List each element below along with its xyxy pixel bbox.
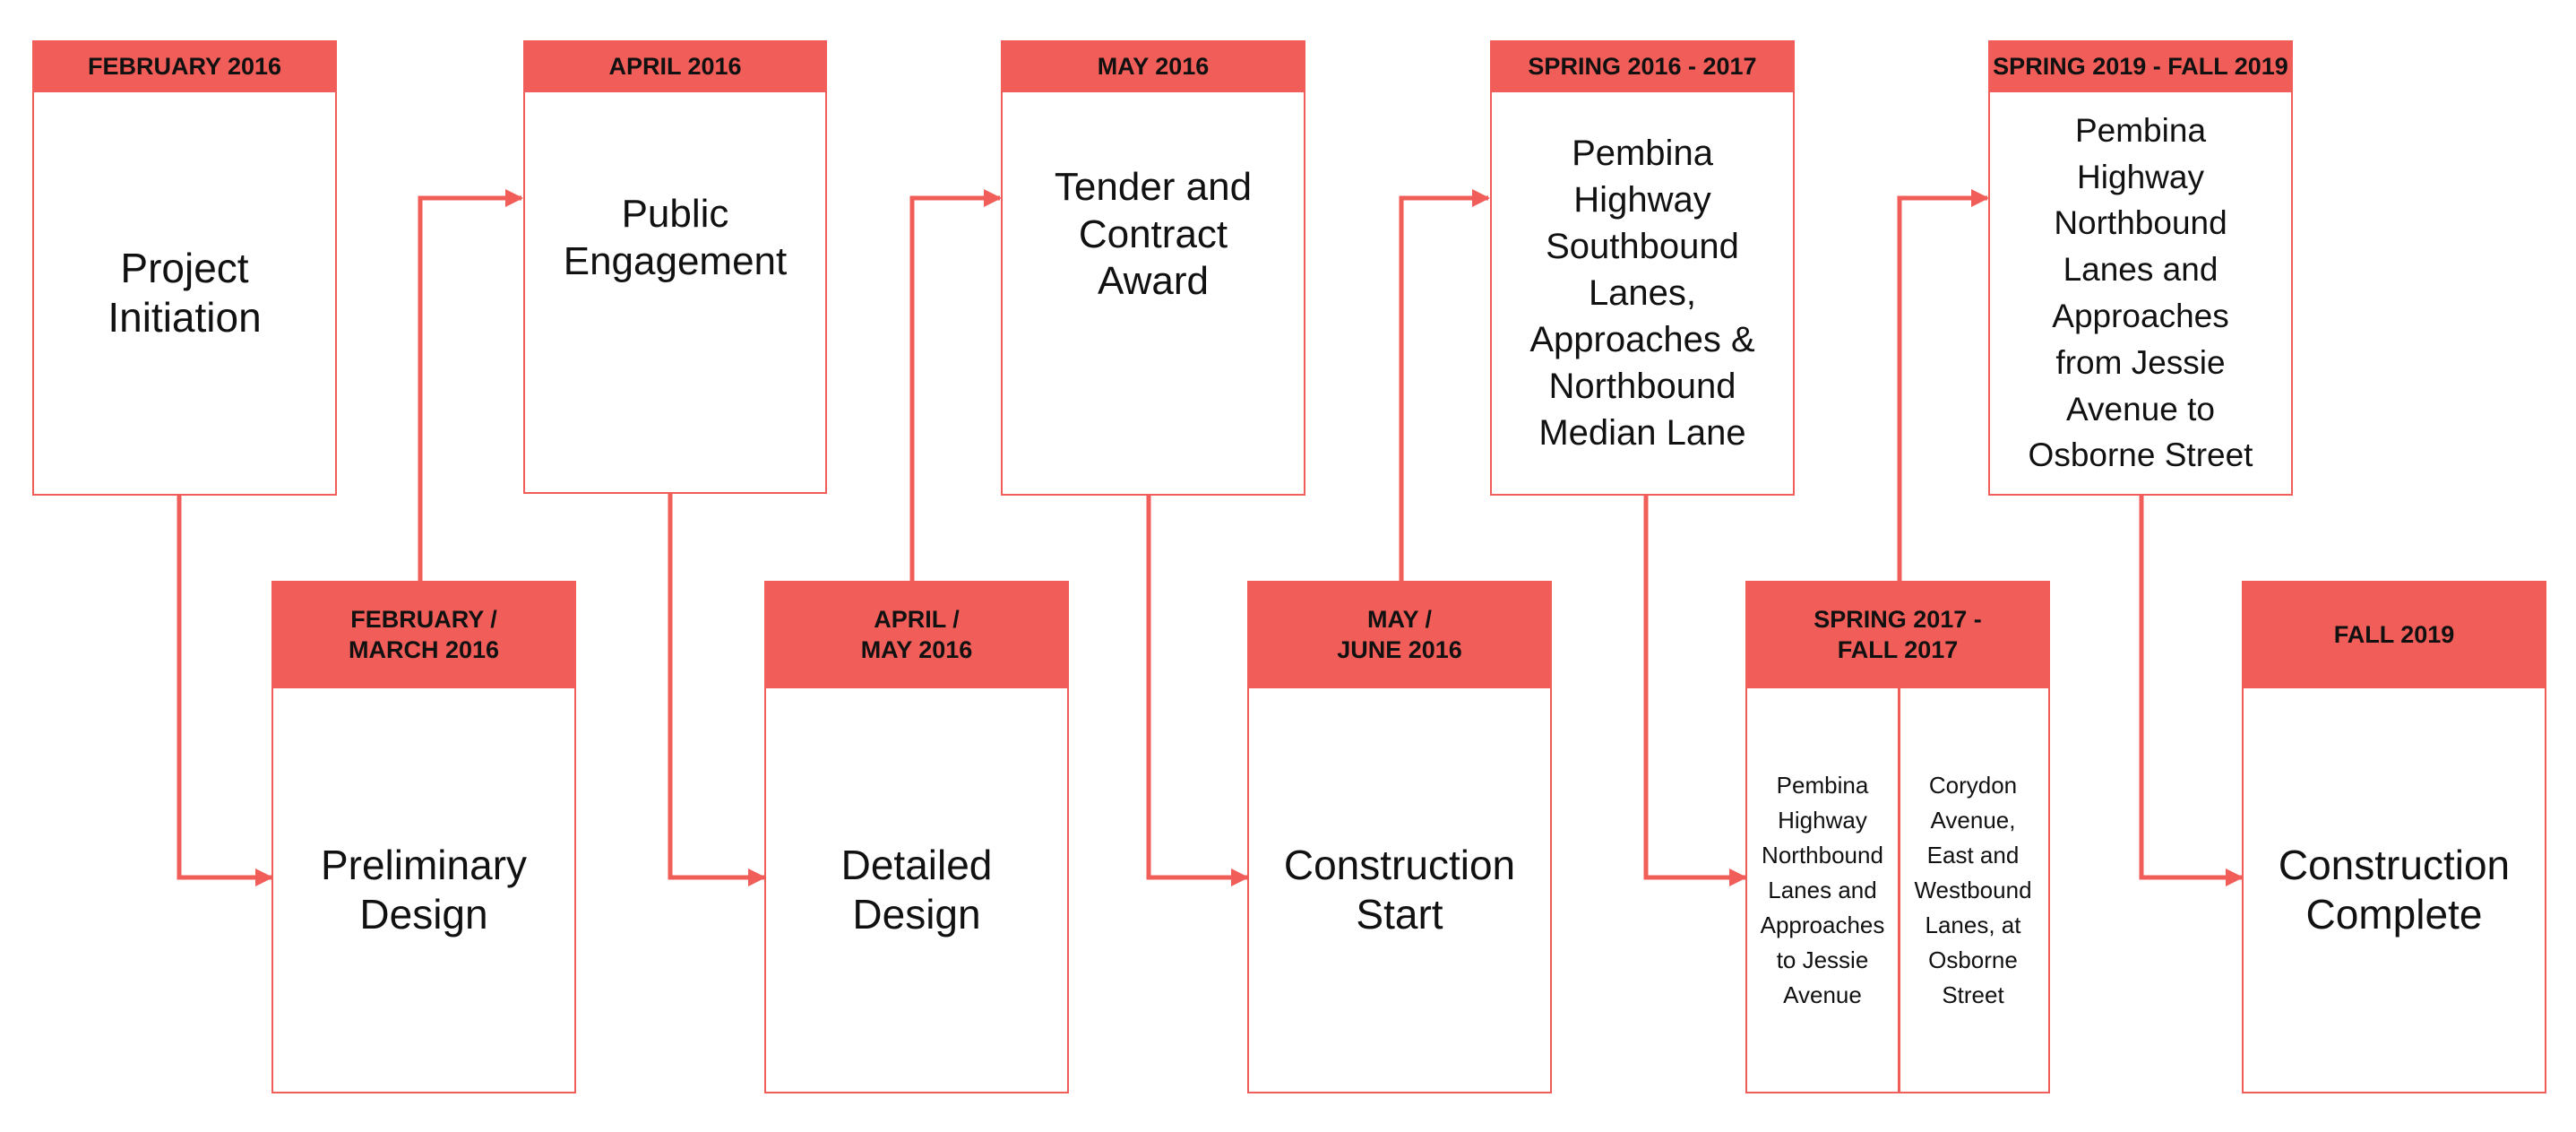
milestone-date: FEBRUARY / MARCH 2016 [273, 583, 574, 688]
arrow-construction-start-to-southbound [1399, 189, 1490, 581]
milestone-title: Pembina Highway Southbound Lanes, Approa… [1529, 134, 1755, 453]
milestone-tender-award: MAY 2016 Tender and Contract Award [1001, 40, 1305, 496]
milestone-date: SPRING 2019 - FALL 2019 [1990, 42, 2291, 92]
arrow-detailed-to-tender [909, 189, 1002, 581]
milestone-public-engagement: APRIL 2016 Public Engagement [523, 40, 827, 494]
milestone-southbound-lanes: SPRING 2016 - 2017 Pembina Highway South… [1490, 40, 1795, 496]
milestone-northbound-approaches: SPRING 2019 - FALL 2019 Pembina Highway … [1988, 40, 2293, 496]
milestone-date: MAY 2016 [1003, 42, 1304, 92]
milestone-date: SPRING 2017 - FALL 2017 [1747, 583, 2048, 688]
arrow-preliminary-to-engagement [418, 189, 523, 581]
milestone-project-initiation: FEBRUARY 2016 Project Initiation [32, 40, 337, 496]
milestone-construction-complete: FALL 2019 Construction Complete [2242, 581, 2546, 1093]
milestone-title: Project Initiation [108, 244, 262, 341]
milestone-title: Public Engagement [563, 192, 788, 283]
milestone-detailed-design: APRIL / MAY 2016 Detailed Design [764, 581, 1069, 1093]
milestone-date: APRIL / MAY 2016 [766, 583, 1067, 688]
milestone-title: Construction Start [1283, 841, 1516, 938]
milestone-title: Detailed Design [840, 841, 993, 938]
milestone-date: FEBRUARY 2016 [34, 42, 335, 92]
arrow-southbound-to-northbound [1643, 494, 1747, 886]
milestone-construction-start: MAY / JUNE 2016 Construction Start [1247, 581, 1552, 1093]
arrow-engagement-to-detailed [668, 494, 766, 886]
arrow-approaches-to-complete [2139, 494, 2244, 886]
milestone-title: Tender and Contract Award [1054, 164, 1253, 304]
milestone-date: FALL 2019 [2244, 583, 2545, 688]
arrow-northbound-to-approaches [1897, 189, 1989, 581]
milestone-date: SPRING 2016 - 2017 [1492, 42, 1793, 92]
arrow-tender-to-construction-start [1146, 494, 1249, 886]
milestone-date: MAY / JUNE 2016 [1249, 583, 1550, 688]
milestone-title: Pembina Highway Northbound Lanes and App… [2028, 111, 2253, 474]
arrow-initiation-to-preliminary [177, 494, 273, 886]
milestone-preliminary-design: FEBRUARY / MARCH 2016 Preliminary Design [271, 581, 576, 1093]
milestone-title-right: Corydon Avenue, East and Westbound Lanes… [1914, 771, 2032, 1008]
milestone-northbound-corydon: SPRING 2017 - FALL 2017 Pembina Highway … [1745, 581, 2050, 1093]
milestone-title-left: Pembina Highway Northbound Lanes and App… [1747, 688, 1900, 1092]
milestone-title: Construction Complete [2278, 841, 2511, 938]
milestone-date: APRIL 2016 [525, 42, 825, 92]
milestone-title: Preliminary Design [320, 841, 528, 938]
